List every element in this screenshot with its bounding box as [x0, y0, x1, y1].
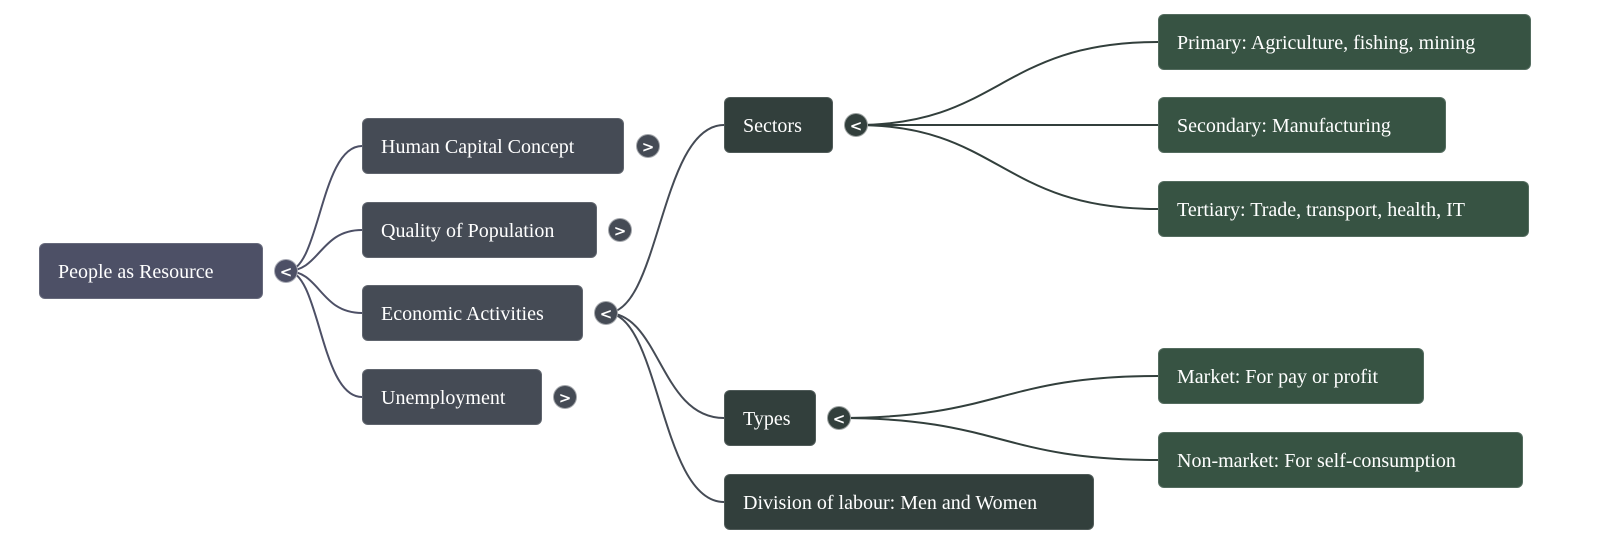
node-label: Division of labour: Men and Women [743, 492, 1038, 514]
node-label: Secondary: Manufacturing [1177, 115, 1391, 137]
node-market-activity[interactable]: Market: For pay or profit [1158, 348, 1424, 404]
collapse-toggle-root[interactable]: < [274, 259, 298, 283]
expand-toggle-human-capital[interactable]: > [636, 134, 660, 158]
link-sectors-tertiary [855, 124, 1159, 210]
link-economic-types [606, 312, 725, 419]
node-sectors[interactable]: Sectors [724, 97, 833, 153]
link-types-market [838, 375, 1159, 419]
node-label: Economic Activities [381, 303, 544, 325]
node-label: Tertiary: Trade, transport, health, IT [1177, 199, 1465, 221]
node-label: People as Resource [58, 261, 214, 283]
expand-toggle-quality[interactable]: > [608, 218, 632, 242]
node-label: Quality of Population [381, 220, 555, 242]
node-human-capital-concept[interactable]: Human Capital Concept [362, 118, 624, 174]
node-division-of-labour[interactable]: Division of labour: Men and Women [724, 474, 1094, 530]
link-root-human-capital [286, 145, 363, 272]
node-primary-sector[interactable]: Primary: Agriculture, fishing, mining [1158, 14, 1531, 70]
link-economic-sectors [606, 124, 725, 314]
link-root-unemployment [286, 270, 363, 398]
node-label: Types [743, 408, 791, 430]
node-people-as-resource[interactable]: People as Resource [39, 243, 263, 299]
collapse-toggle-types[interactable]: < [827, 406, 851, 430]
node-label: Unemployment [381, 387, 506, 409]
node-quality-of-population[interactable]: Quality of Population [362, 202, 597, 258]
link-types-nonmarket [838, 417, 1159, 461]
node-label: Human Capital Concept [381, 136, 575, 158]
expand-toggle-unemployment[interactable]: > [553, 385, 577, 409]
node-label: Primary: Agriculture, fishing, mining [1177, 32, 1476, 54]
node-secondary-sector[interactable]: Secondary: Manufacturing [1158, 97, 1446, 153]
node-economic-activities[interactable]: Economic Activities [362, 285, 583, 341]
collapse-toggle-economic[interactable]: < [594, 301, 618, 325]
node-types[interactable]: Types [724, 390, 816, 446]
node-label: Sectors [743, 115, 802, 137]
node-unemployment[interactable]: Unemployment [362, 369, 542, 425]
node-label: Market: For pay or profit [1177, 366, 1379, 388]
link-sectors-primary [855, 41, 1159, 126]
node-tertiary-sector[interactable]: Tertiary: Trade, transport, health, IT [1158, 181, 1529, 237]
node-non-market-activity[interactable]: Non-market: For self-consumption [1158, 432, 1523, 488]
node-label: Non-market: For self-consumption [1177, 450, 1456, 472]
link-economic-division [606, 312, 725, 503]
collapse-toggle-sectors[interactable]: < [844, 113, 868, 137]
